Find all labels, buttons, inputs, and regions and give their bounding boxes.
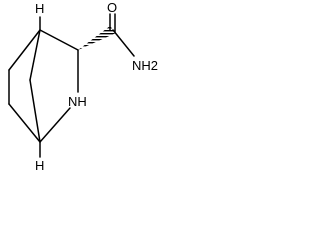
chemical-structure: H H NH O NH2 <box>8 0 158 173</box>
bond-n2-c4 <box>39 107 71 143</box>
bond-c5-c4 <box>8 103 41 143</box>
bond-c-nh2 <box>112 29 135 57</box>
hashed-wedge-bond <box>78 26 116 50</box>
bond-c1-c7 <box>29 29 41 81</box>
bond-lines <box>8 13 135 158</box>
atom-label-o: O <box>107 0 117 15</box>
bond-c7-c4 <box>29 79 41 143</box>
bond-c1-c6 <box>8 29 41 71</box>
atom-label-nh2: NH2 <box>132 58 158 73</box>
bond-c1-c3 <box>39 29 79 51</box>
atom-label-h-top: H <box>35 1 44 16</box>
atom-label-h-bottom: H <box>35 158 44 173</box>
atom-label-nh: NH <box>68 94 87 109</box>
